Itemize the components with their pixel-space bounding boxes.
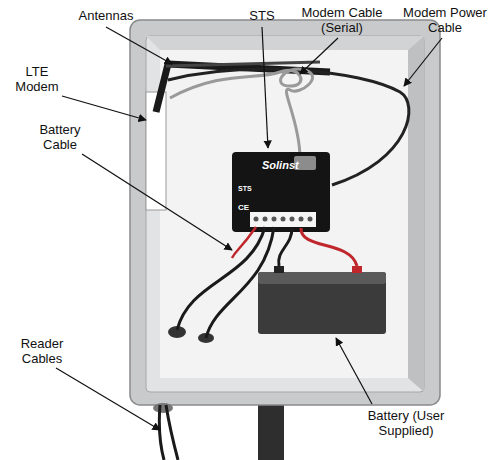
callout-label: Antennas <box>60 8 152 23</box>
enclosure-side-wall <box>408 36 424 392</box>
enclosure-top-wall <box>146 36 424 50</box>
modem-serial-cable <box>170 69 313 158</box>
reader-cable <box>159 405 164 460</box>
battery-cable-black <box>279 228 292 266</box>
callout-label: Battery Cable <box>24 122 96 152</box>
leader-lines <box>56 27 442 430</box>
reader-cable <box>206 227 274 338</box>
callout-label: Battery (User Supplied) <box>340 408 472 438</box>
device-logo: Solinst <box>262 160 299 171</box>
device-marking: CE <box>238 204 249 212</box>
cable-gland <box>153 403 173 413</box>
enclosure-recess <box>146 36 424 392</box>
mounting-pole <box>258 400 284 460</box>
callout-label: STS <box>235 8 289 23</box>
reader-cable <box>166 405 178 460</box>
antenna <box>166 62 320 66</box>
callout-label: Modem Power Cable <box>395 5 495 35</box>
terminal-block <box>250 212 316 227</box>
back-panel <box>160 50 408 378</box>
callout-label: Modem Cable (Serial) <box>292 5 392 35</box>
callout-label: Reader Cables <box>6 336 78 366</box>
battery <box>258 272 386 334</box>
battery-lid <box>258 272 386 284</box>
sts-unit <box>232 152 330 232</box>
battery-terminal <box>352 266 362 273</box>
battery-cable-red <box>301 228 357 266</box>
battery-terminal <box>274 266 284 273</box>
modem-power-cable <box>168 69 409 185</box>
device-marking: STS <box>238 185 252 192</box>
terminal-screws <box>254 217 313 222</box>
callout-label: LTE Modem <box>6 64 68 94</box>
enclosure-housing <box>130 20 440 405</box>
